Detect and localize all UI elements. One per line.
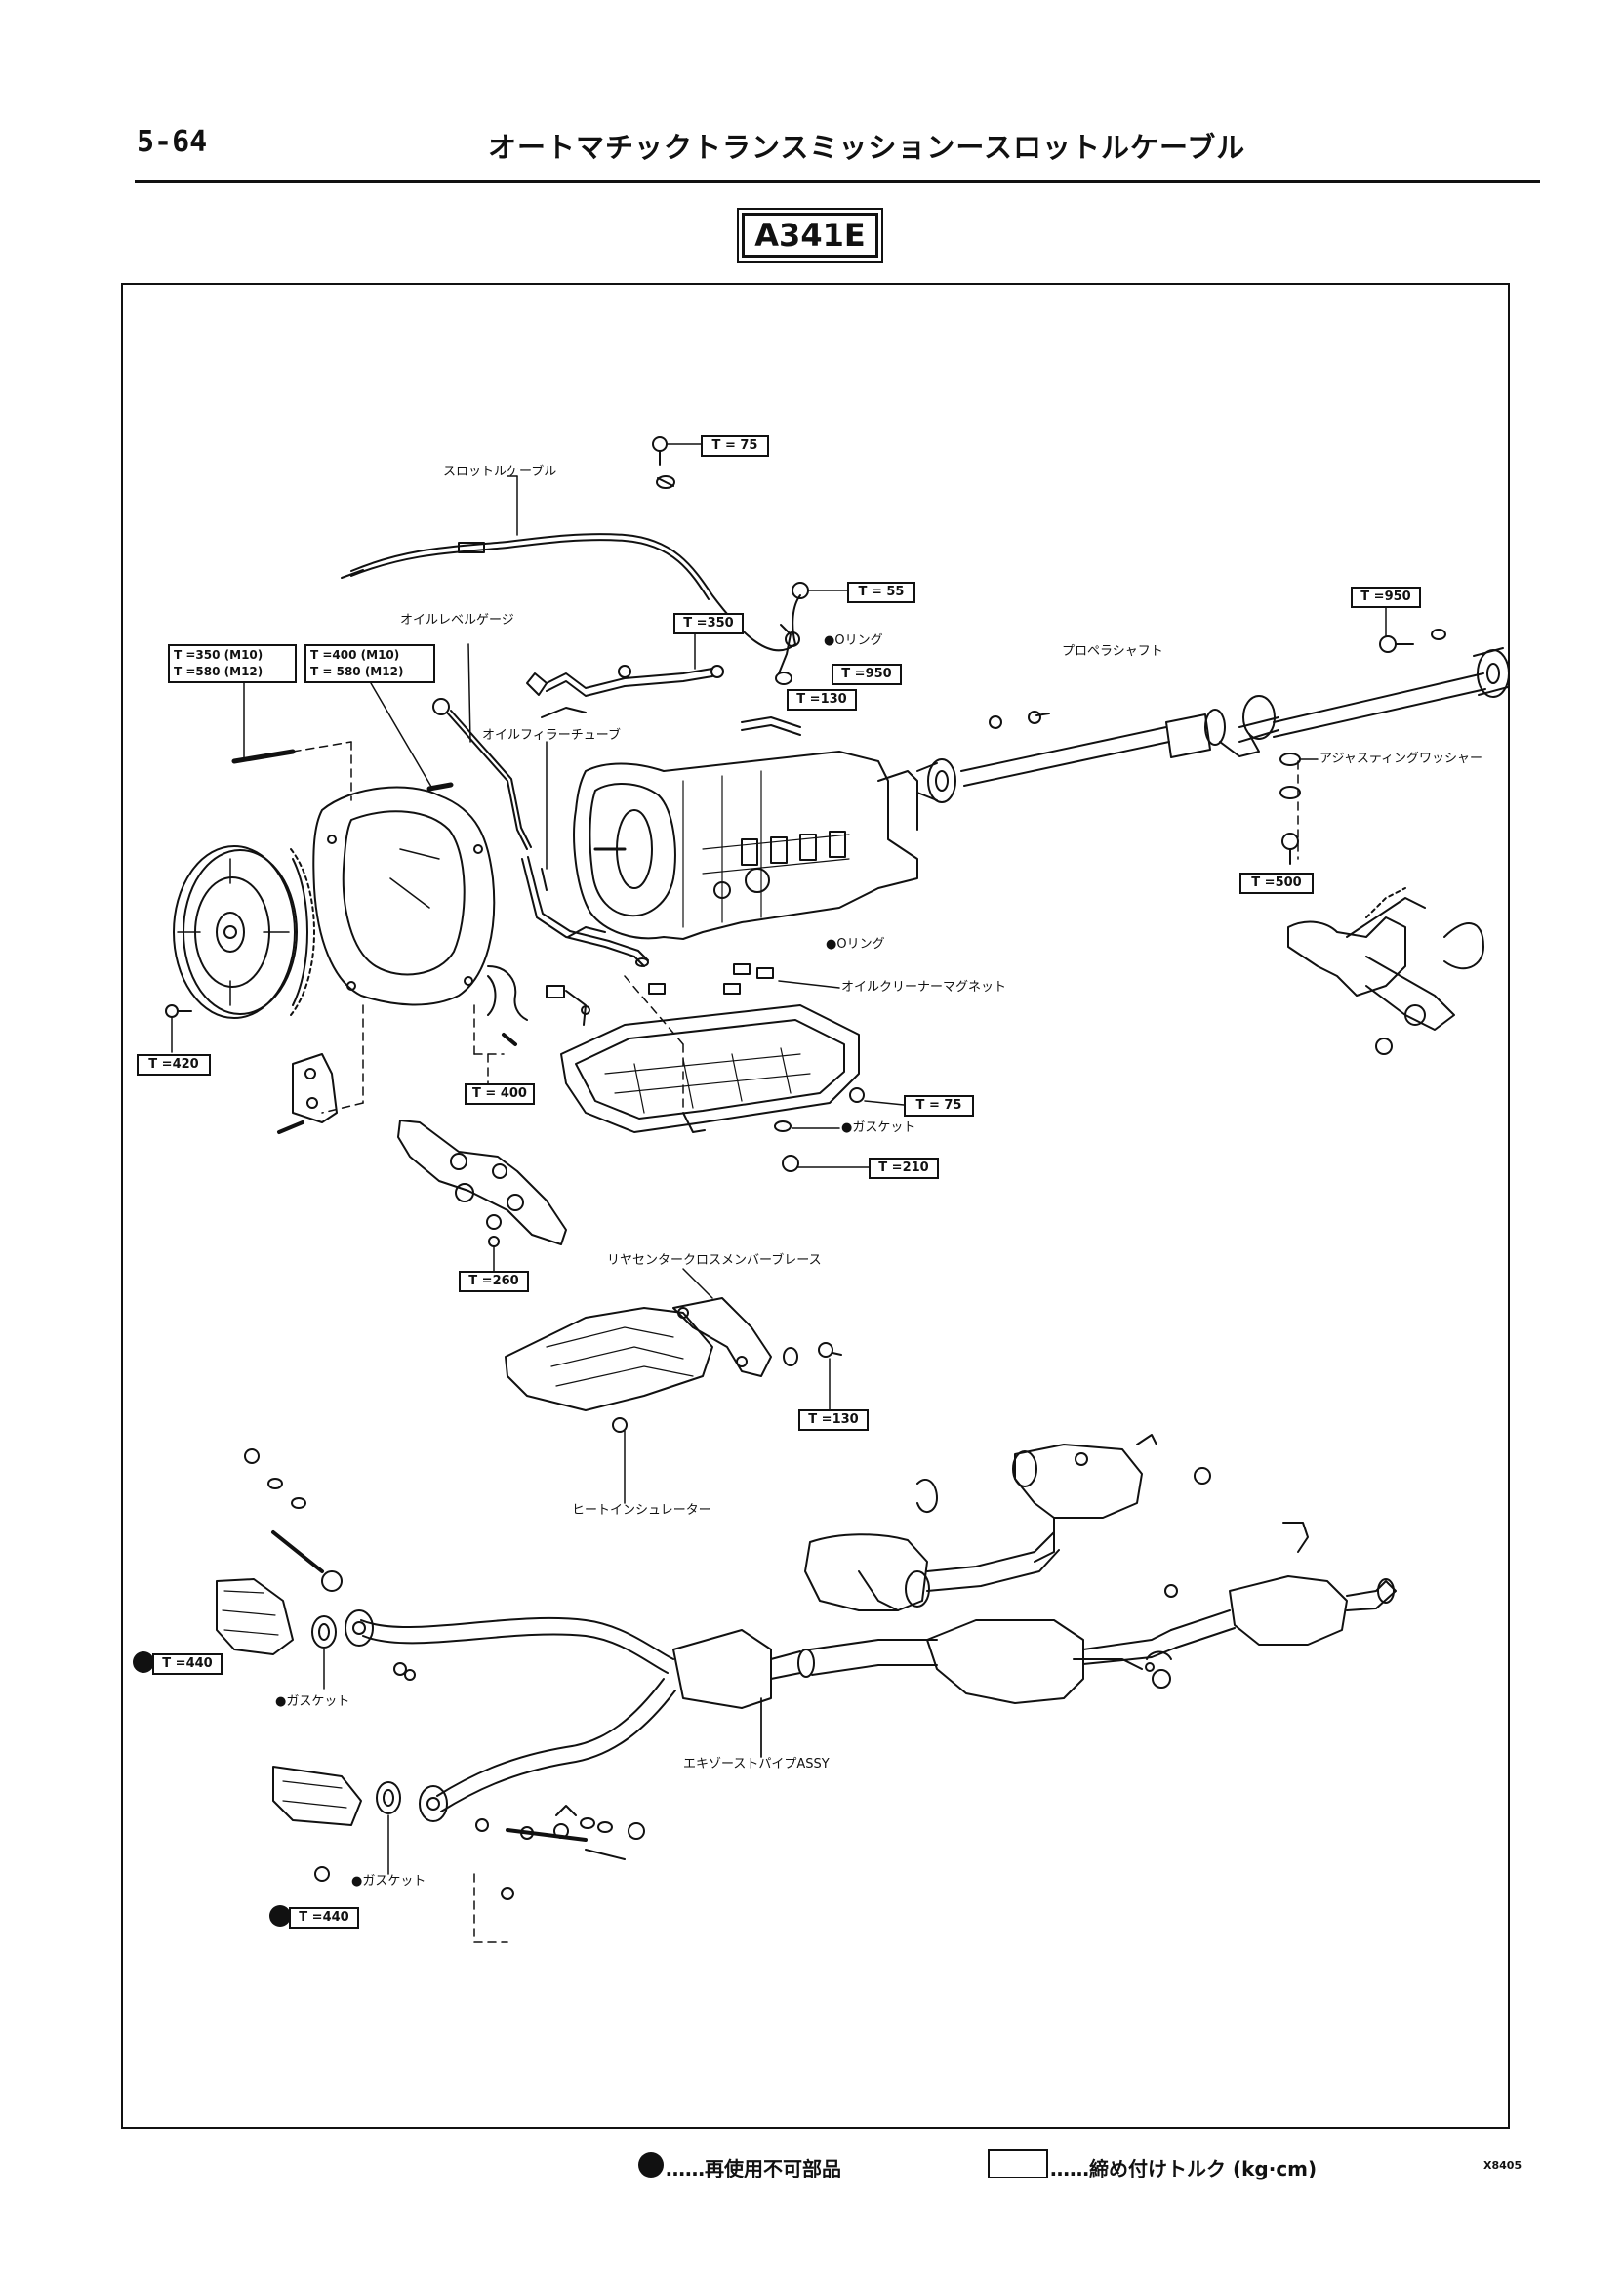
torque-converter-drawing — [173, 845, 315, 1019]
housing-bolt-mid — [370, 682, 454, 792]
diagram-frame — [121, 283, 1510, 2129]
oil-level-gauge-drawing — [432, 643, 532, 850]
housing-bolt-left — [231, 682, 296, 764]
legend-non-reusable: ……再使用不可部品 — [666, 2157, 841, 2180]
label-gasket-front: ●ガスケット — [275, 1694, 350, 1709]
cross-member-drawing — [397, 1120, 567, 1272]
non-reusable-mark-rear — [269, 1905, 291, 1927]
front-gaskets — [311, 1615, 401, 1875]
bolt-t75-top — [652, 436, 702, 489]
label-oil-cleaner-magnet: オイルクリーナーマグネット — [841, 980, 1007, 995]
non-reusable-mark-front — [133, 1651, 154, 1673]
label-heat-insulator: ヒートインシュレーター — [572, 1503, 711, 1518]
upper-muffler-drawing — [1012, 1434, 1211, 1563]
cable-bracket-drawing — [526, 624, 801, 736]
torque-t350-m10: T =350 (M10) — [174, 648, 264, 662]
torque-box-t440-front: T =440 — [152, 1653, 223, 1675]
converter-bolt-t420 — [165, 1004, 192, 1053]
label-exhaust-pipe: エキゾーストパイプASSY — [683, 1757, 830, 1771]
label-adjusting-washer: アジャスティングワッシャー — [1320, 752, 1483, 766]
torque-box-t500: T =500 — [1239, 873, 1314, 894]
label-oil-level-gauge: オイルレベルゲージ — [400, 613, 514, 628]
rear-suspension-drawing — [1287, 887, 1484, 1055]
bolt-t55 — [792, 582, 848, 599]
torque-box-t130-mid: T =130 — [787, 689, 857, 711]
label-rear-center-brace: リヤセンタークロスメンバーブレース — [607, 1253, 822, 1268]
page-number: 5-64 — [137, 125, 208, 159]
page-title: オートマチックトランスミッションースロットルケーブル — [488, 131, 1246, 164]
front-converter-upper — [216, 1578, 294, 1655]
label-gasket-rear: ●ガスケット — [351, 1874, 426, 1889]
exhaust-pipe-drawing — [345, 1609, 938, 1900]
torque-box-t130-brace: T =130 — [798, 1409, 869, 1431]
model-badge: A341E — [737, 208, 883, 263]
torque-box-t420: T =420 — [137, 1054, 211, 1076]
torque-box-t440-rear: T =440 — [289, 1907, 359, 1929]
label-gasket-pan: ●ガスケット — [841, 1120, 916, 1135]
legend-torque: ……締め付けトルク (kg·cm) — [1050, 2157, 1318, 2180]
brace-drawing — [672, 1268, 842, 1410]
legend-box-icon — [988, 2149, 1048, 2178]
legend-dot-icon — [638, 2152, 664, 2178]
front-converter-lower — [272, 1766, 362, 1826]
label-oil-filler-tube: オイルフィラーチューブ — [482, 728, 621, 743]
torque-box-t350-cable: T =350 — [673, 613, 744, 634]
center-muffler-drawing — [804, 1531, 1060, 1611]
oil-filler-tube-drawing — [521, 741, 649, 967]
torque-box-t400: T = 400 — [465, 1083, 535, 1105]
rear-bolt-group — [1379, 604, 1446, 653]
header-rule — [135, 180, 1540, 183]
oil-pan-bolts — [774, 1087, 905, 1172]
label-propeller-shaft: プロペラシャフト — [1062, 644, 1163, 659]
rear-stud-hardware — [314, 1805, 645, 1882]
figure-code: X8405 — [1483, 2159, 1522, 2172]
front-hanger-hardware — [244, 1448, 343, 1592]
torque-box-t950-mid: T =950 — [832, 664, 902, 685]
rear-muffler-drawing — [1146, 1522, 1397, 1689]
torque-box-t75-pan: T = 75 — [904, 1095, 974, 1117]
wiring-harness-drawing — [487, 926, 606, 1046]
output-flange-drawing — [916, 758, 956, 803]
hanger-rubbers — [916, 1479, 1155, 1672]
cover-plate-drawing — [277, 1053, 338, 1134]
heat-insulator-drawing — [505, 1307, 713, 1504]
label-throttle-cable: スロットルケーブル — [443, 465, 557, 479]
transmission-case-drawing — [573, 751, 918, 940]
propeller-shaft-drawing — [960, 647, 1510, 787]
torque-box-t400-t580: T =400 (M10) T = 580 (M12) — [304, 644, 435, 683]
torque-t580-m12-a: T =580 (M12) — [174, 665, 264, 678]
torque-box-t55: T = 55 — [847, 582, 915, 603]
label-o-ring-lower: ●Oリング — [826, 937, 885, 952]
torque-box-t210: T =210 — [869, 1158, 939, 1179]
torque-t580-m12-b: T = 580 (M12) — [310, 665, 404, 678]
center-pipe-drawing — [926, 1619, 1177, 1704]
torque-t400-m10: T =400 (M10) — [310, 648, 400, 662]
torque-box-t260: T =260 — [459, 1271, 529, 1292]
torque-box-t950-right: T =950 — [1351, 587, 1421, 608]
torque-box-t75-top: T = 75 — [701, 435, 769, 457]
torque-box-t350-t580: T =350 (M10) T =580 (M12) — [168, 644, 297, 683]
label-o-ring-upper: ●Oリング — [824, 633, 883, 648]
oil-pan-drawing — [560, 1004, 860, 1133]
center-bearing-drawing — [1219, 733, 1319, 865]
magnets-drawing — [648, 963, 840, 995]
converter-housing-drawing — [312, 786, 496, 1006]
